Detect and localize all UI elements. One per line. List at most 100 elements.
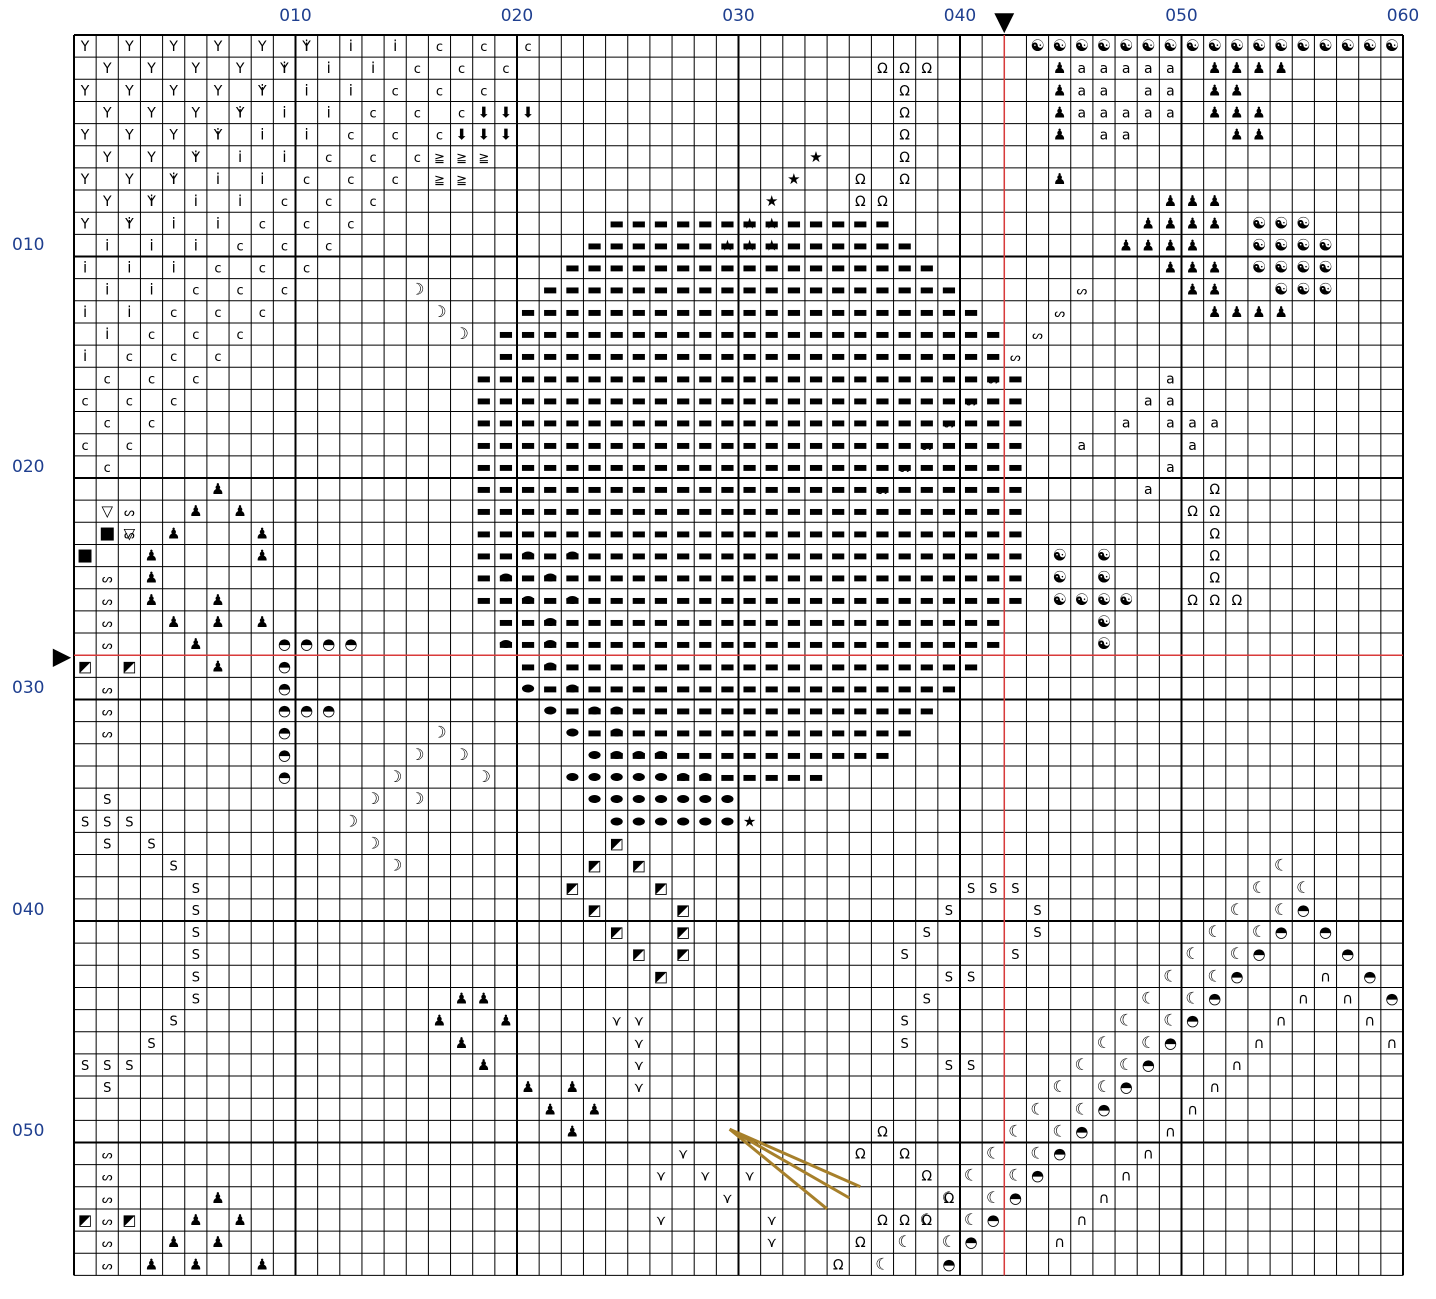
stitch-symbol-zz: ᔕ [102,682,113,696]
stitch-symbol-dash: ▬ [875,501,890,520]
stitch-symbol-dash: ▬ [808,568,823,587]
stitch-symbol-dash: ▬ [1008,413,1023,432]
stitch-symbol-dash: ▬ [742,612,757,631]
stitch-symbol-pawn: ♟ [1186,236,1199,254]
stitch-symbol-dash: ▬ [875,346,890,365]
stitch-symbol-dash: ▬ [631,590,646,609]
stitch-symbol-slash: ◩ [632,857,646,875]
stitch-symbol-c: c [524,40,531,55]
stitch-symbol-crescent: ☽ [366,833,380,852]
stitch-symbol-dash: ▬ [698,546,713,565]
stitch-symbol-dash: ▬ [720,501,735,520]
stitch-symbol-s: S [923,926,931,941]
stitch-symbol-c: c [148,417,155,432]
stitch-symbol-dash: ▬ [808,767,823,786]
stitch-symbol-star: ★ [743,214,756,232]
stitch-symbol-yin: ☯ [1252,213,1266,232]
stitch-symbol-dash: ▬ [786,302,801,321]
stitch-symbol-c: c [81,394,88,409]
stitch-symbol-i: i [194,148,198,166]
stitch-symbol-dash: ▬ [476,435,491,454]
stitch-symbol-dash: ▬ [919,656,934,675]
stitch-symbol-y: Y [80,216,90,232]
stitch-symbol-dash: ▬ [521,568,536,587]
stitch-symbol-c: c [126,350,133,365]
stitch-symbol-dash: ▬ [698,701,713,720]
stitch-symbol-yin: ☯ [1053,568,1067,587]
stitch-symbol-dash: ▬ [653,634,668,653]
stitch-symbol-pawn: ♟ [1208,303,1221,321]
stitch-symbol-s: S [1011,948,1019,963]
stitch-symbol-v: ⋎ [612,1014,622,1030]
stitch-symbol-dash: ▬ [808,346,823,365]
stitch-symbol-drop: ⬬ [655,768,668,786]
stitch-symbol-pawn: ♟ [1186,192,1199,210]
stitch-symbol-c: c [347,129,354,144]
stitch-symbol-dash: ▬ [587,235,602,254]
stitch-symbol-dash: ▬ [941,523,956,542]
stitch-symbol-yin: ☯ [1208,36,1222,55]
stitch-symbol-dash: ▬ [587,390,602,409]
stitch-symbol-s: S [900,948,908,963]
stitch-symbol-yin: ☯ [1274,213,1288,232]
stitch-symbol-dash: ▬ [565,701,580,720]
stitch-symbol-dash: ▬ [964,656,979,675]
stitch-symbol-drop: ⬬ [655,812,668,830]
stitch-symbol-dash: ▬ [698,678,713,697]
stitch-symbol-c: c [436,40,443,55]
stitch-symbol-dash: ▬ [565,280,580,299]
stitch-symbol-pawn: ♟ [233,502,246,520]
stitch-symbol-dash: ▬ [631,258,646,277]
stitch-symbol-drop: ⬬ [522,547,535,565]
stitch-symbol-half: ◓ [1142,1056,1155,1074]
stitch-symbol-pawn: ♟ [211,1189,224,1207]
stitch-symbol-dash: ▬ [587,523,602,542]
stitch-symbol-dash: ▬ [919,634,934,653]
stitch-symbol-arch: ∩ [1121,1167,1132,1185]
stitch-symbol-dash: ▬ [831,213,846,232]
stitch-symbol-pawn: ♟ [1186,259,1199,277]
stitch-symbol-arrow: ⬇ [500,126,513,144]
stitch-symbol-omega: Ω [899,83,910,99]
stitch-symbol-zz: ᔕ [1032,328,1043,342]
stitch-symbol-dash: ▬ [853,634,868,653]
stitch-symbol-c: c [392,84,399,99]
stitch-symbol-dash: ▬ [631,235,646,254]
stitch-symbol-half: ◓ [942,1255,955,1273]
stitch-symbol-slash: ◩ [654,879,668,897]
stitch-symbol-i: i [216,170,220,188]
stitch-symbol-dash: ▬ [521,346,536,365]
stitch-symbol-half: ◓ [278,702,291,720]
stitch-symbol-dash: ▬ [498,346,513,365]
stitch-symbol-moon: ☾ [1185,989,1199,1008]
stitch-symbol-dash: ▬ [609,213,624,232]
stitch-symbol-dash: ▬ [808,723,823,742]
stitch-symbol-dash: ▬ [698,368,713,387]
stitch-symbol-pawn: ♟ [1053,81,1066,99]
stitch-symbol-dash: ▬ [742,435,757,454]
stitch-symbol-dash: ▬ [653,213,668,232]
stitch-symbol-omega: Ω [921,1169,932,1185]
stitch-symbol-dash: ▬ [786,368,801,387]
stitch-symbol-s: S [192,970,200,985]
stitch-symbol-dash: ▬ [720,258,735,277]
stitch-symbol-i: i [393,37,397,55]
stitch-symbol-dash: ▬ [875,745,890,764]
stitch-symbol-dash: ▬ [653,501,668,520]
stitch-symbol-c: c [281,284,288,299]
stitch-symbol-dash: ▬ [676,568,691,587]
stitch-symbol-s: S [192,926,200,941]
stitch-symbol-dash: ▬ [875,590,890,609]
stitch-symbol-dash: ▬ [653,546,668,565]
stitch-symbol-pawn: ♟ [1230,81,1243,99]
stitch-symbol-dash: ▬ [521,479,536,498]
stitch-symbol-pawn: ♟ [1230,303,1243,321]
stitch-symbol-pawn: ♟ [211,657,224,675]
stitch-symbol-half: ◓ [1031,1167,1044,1185]
stitch-symbol-dash: ▬ [565,324,580,343]
stitch-symbol-c: c [369,107,376,122]
stitch-symbol-yin: ☯ [1097,36,1111,55]
stitch-symbol-dash: ▬ [764,656,779,675]
stitch-symbol-dash: ▬ [653,678,668,697]
stitch-symbol-slash: ◩ [587,901,601,919]
